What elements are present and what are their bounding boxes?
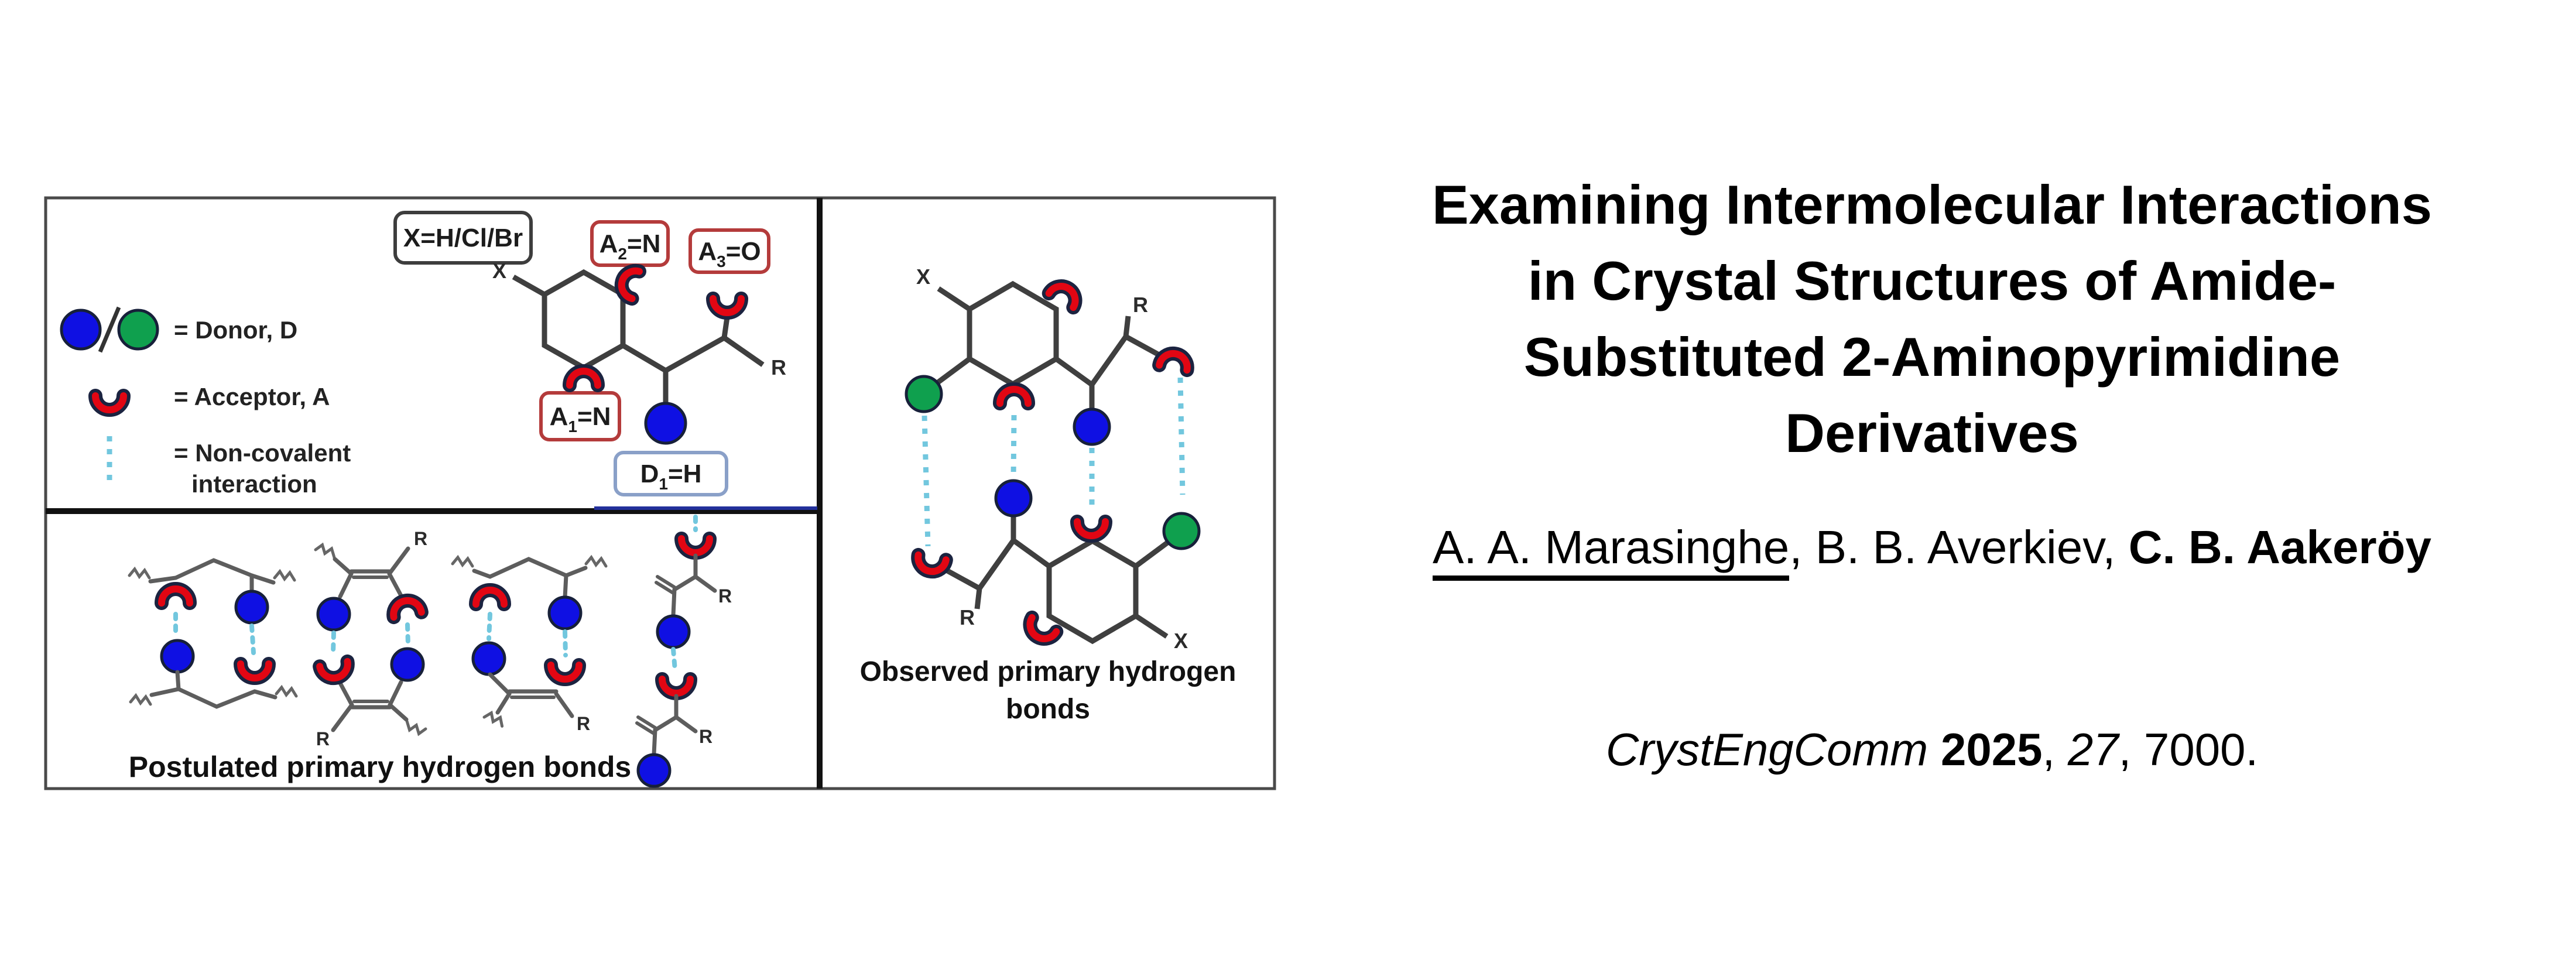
postulated-caption: Postulated primary hydrogen bonds: [129, 751, 631, 783]
author-separator: ,: [1789, 521, 1815, 573]
author-marasinghe: A. A. Marasinghe: [1433, 521, 1790, 581]
x-substituent-box: [393, 211, 533, 265]
hydrogen-bond-dotted: [405, 622, 410, 647]
donor-green-icon: [905, 375, 943, 413]
donor-blue-icon: [547, 595, 583, 631]
x-atom-label: X: [492, 259, 506, 283]
donor-blue-icon: [644, 402, 687, 445]
title-line-2: in Crystal Structures of Amide-: [1527, 250, 2337, 311]
citation-pages: 7000.: [2143, 724, 2259, 775]
author-aakeroy: C. B. Aakeröy: [2128, 521, 2431, 573]
a3-box: [688, 228, 770, 274]
a2-box-label: A2=N: [600, 229, 661, 263]
citation-year: 2025: [1940, 724, 2043, 775]
r-group-label: R: [699, 726, 712, 747]
author-averkiev: B. B. Averkiev: [1815, 521, 2103, 573]
postulated-motif-2: R R: [315, 528, 427, 749]
postulated-motif-3: R: [453, 557, 606, 734]
citation: CrystEngComm 2025, 27, 7000.: [1341, 719, 2523, 780]
donor-blue-icon: [160, 639, 195, 674]
legend: = Donor, D = Acceptor, A = Non-covalent …: [60, 306, 351, 498]
a1-box: [539, 391, 621, 441]
hydrogen-bond-dotted: [1010, 415, 1017, 479]
hydrogen-bond-dotted: [671, 647, 677, 673]
legend-noncovalent-label-1: = Non-covalent: [174, 439, 351, 467]
scheme-molecule: X=H/Cl/Br A2=N A3=O A1=N D1=H X R: [393, 211, 786, 496]
bond: [621, 343, 667, 373]
citation-space: [1928, 724, 1941, 775]
postulated-motif-4: R R: [635, 515, 732, 788]
x-substituent-box-label: X=H/Cl/Br: [403, 224, 523, 252]
observed-panel: X R X R Observed primary hydrogen bonds: [860, 265, 1236, 725]
donor-blue-icon: [636, 753, 672, 788]
title-line-4: Derivatives: [1785, 402, 2079, 464]
citation-journal: CrystEngComm: [1605, 724, 1928, 775]
hydrogen-bond-dotted: [563, 629, 568, 657]
author-separator: ,: [2102, 521, 2129, 573]
donor-blue-icon: [316, 597, 351, 632]
donor-blue-icon: [60, 309, 102, 351]
citation-volume: 27: [2067, 724, 2119, 775]
donor-blue-icon: [1073, 407, 1111, 446]
r-group-label: R: [960, 605, 975, 629]
bond: [512, 275, 546, 297]
postulated-panel: R R R R: [129, 515, 732, 788]
d1-box-label: D1=H: [640, 460, 702, 493]
observed-caption-line1: Observed primary hydrogen: [860, 656, 1236, 687]
legend-acceptor-label: = Acceptor, A: [174, 383, 330, 410]
donor-blue-icon: [656, 614, 691, 649]
citation-separator: ,: [2118, 724, 2144, 775]
donor-blue-icon: [234, 590, 269, 625]
bond: [721, 317, 730, 338]
citation-separator: ,: [2042, 724, 2068, 775]
x-atom-label: X: [1174, 629, 1188, 653]
r-group-label: R: [771, 355, 786, 379]
r-group-label: R: [414, 528, 427, 549]
author-list: A. A. Marasinghe, B. B. Averkiev, C. B. …: [1341, 515, 2523, 581]
a3-box-label: A3=O: [698, 237, 761, 270]
hydrogen-bond-dotted: [249, 624, 256, 655]
legend-noncovalent-label-2: interaction: [191, 470, 317, 498]
donor-green-icon: [117, 309, 159, 351]
bond: [664, 335, 726, 373]
legend-donor-label: = Donor, D: [174, 316, 297, 344]
hydrogen-bond-dotted: [922, 415, 931, 547]
observed-caption-line2: bonds: [1006, 694, 1090, 725]
slash-icon: [98, 306, 121, 353]
paper-title: Examining Intermolecular Interactions in…: [1341, 167, 2523, 471]
a1-box-label: A1=N: [550, 402, 611, 436]
hydrogen-bond-dotted: [331, 631, 336, 655]
donor-blue-icon: [471, 641, 506, 676]
bond: [722, 335, 765, 367]
title-line-1: Examining Intermolecular Interactions: [1431, 174, 2433, 235]
d1-box: [614, 451, 728, 496]
r-group-label: R: [718, 585, 732, 607]
title-line-3: Substituted 2-Aminopyrimidine: [1523, 326, 2341, 388]
r-group-label: R: [316, 728, 330, 749]
text-panel: Examining Intermolecular Interactions in…: [1341, 167, 2523, 471]
x-atom-label: X: [916, 265, 930, 289]
hydrogen-bond-dotted: [487, 612, 492, 641]
r-group-label: R: [577, 713, 590, 734]
figure-graphic: = Donor, D = Acceptor, A = Non-covalent …: [44, 196, 1276, 790]
postulated-motif-1: [129, 558, 296, 709]
r-group-label: R: [1133, 293, 1148, 317]
